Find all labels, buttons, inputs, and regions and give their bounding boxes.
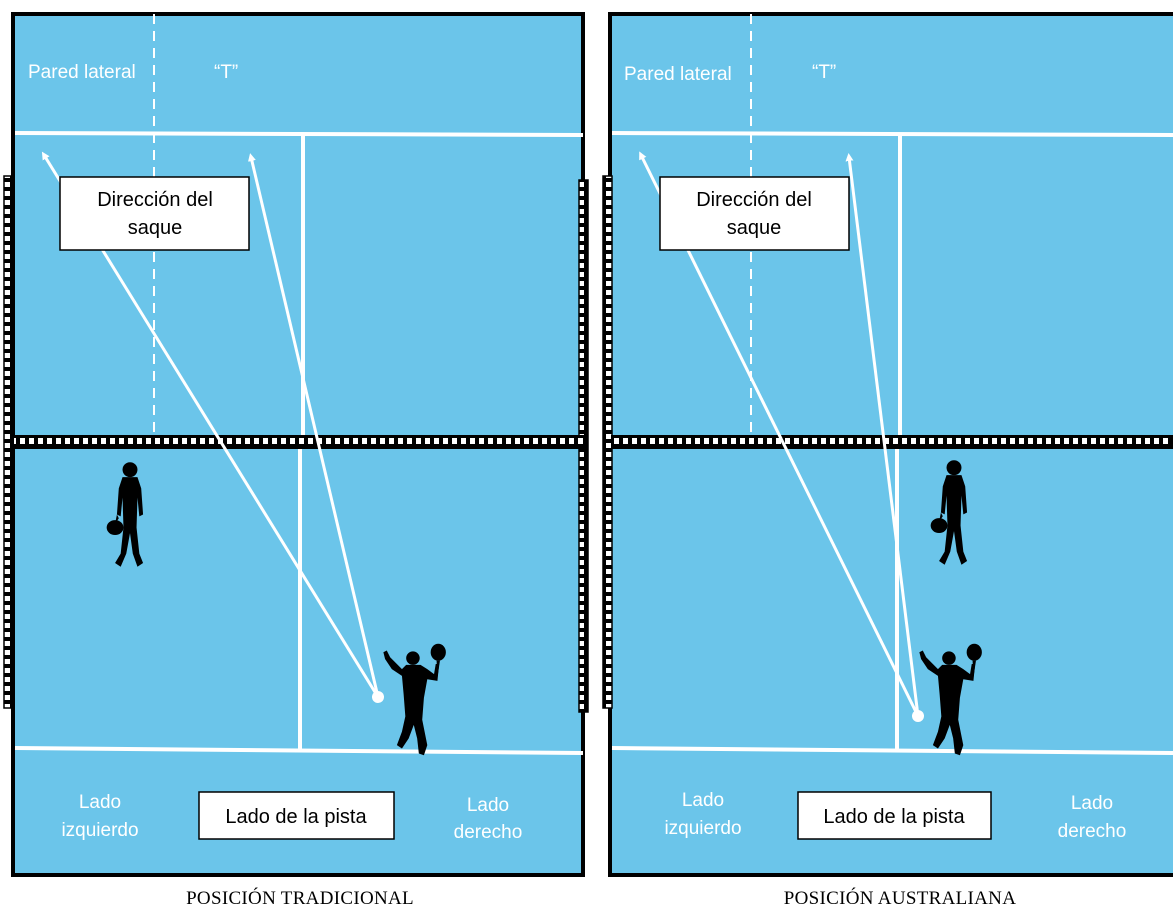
ball <box>372 691 384 703</box>
right-side-label-line1: Lado <box>1071 793 1113 814</box>
service-line-top <box>612 133 1173 135</box>
side-wall-label: Pared lateral <box>624 64 732 85</box>
caption-traditional: POSICIÓN TRADICIONAL <box>186 887 414 908</box>
net <box>612 436 1173 448</box>
left-wall-fence <box>603 176 612 708</box>
t-label: “T” <box>812 62 836 83</box>
caption-australian: POSICIÓN AUSTRALIANA <box>784 887 1016 908</box>
court-side-label: Lado de la pista <box>225 806 367 828</box>
left-side-label-line1: Lado <box>79 792 121 813</box>
serve-direction-label-line1: Dirección del <box>97 189 213 211</box>
left-side-label-line1: Lado <box>682 790 724 811</box>
left-wall-fence <box>4 176 13 708</box>
serve-direction-box <box>660 177 849 250</box>
right-side-label-line1: Lado <box>467 795 509 816</box>
left-side-label-line2: izquierdo <box>664 818 741 839</box>
right-side-label-line2: derecho <box>454 822 523 843</box>
service-line-top <box>15 133 583 135</box>
panel-australian: Pared lateral “T” Dirección del saque La… <box>603 14 1173 908</box>
net <box>13 436 585 448</box>
panel-traditional: Pared lateral “T” Dirección del saque La… <box>4 14 588 908</box>
t-label: “T” <box>214 62 238 83</box>
serve-direction-label-line1: Dirección del <box>696 189 812 211</box>
side-wall-label: Pared lateral <box>28 62 136 83</box>
court-side-label: Lado de la pista <box>823 806 965 828</box>
serve-direction-label-line2: saque <box>727 217 782 239</box>
serve-direction-label-line2: saque <box>128 217 183 239</box>
left-side-label-line2: izquierdo <box>61 820 138 841</box>
right-side-label-line2: derecho <box>1058 821 1127 842</box>
ball <box>912 710 924 722</box>
serve-direction-box <box>60 177 249 250</box>
